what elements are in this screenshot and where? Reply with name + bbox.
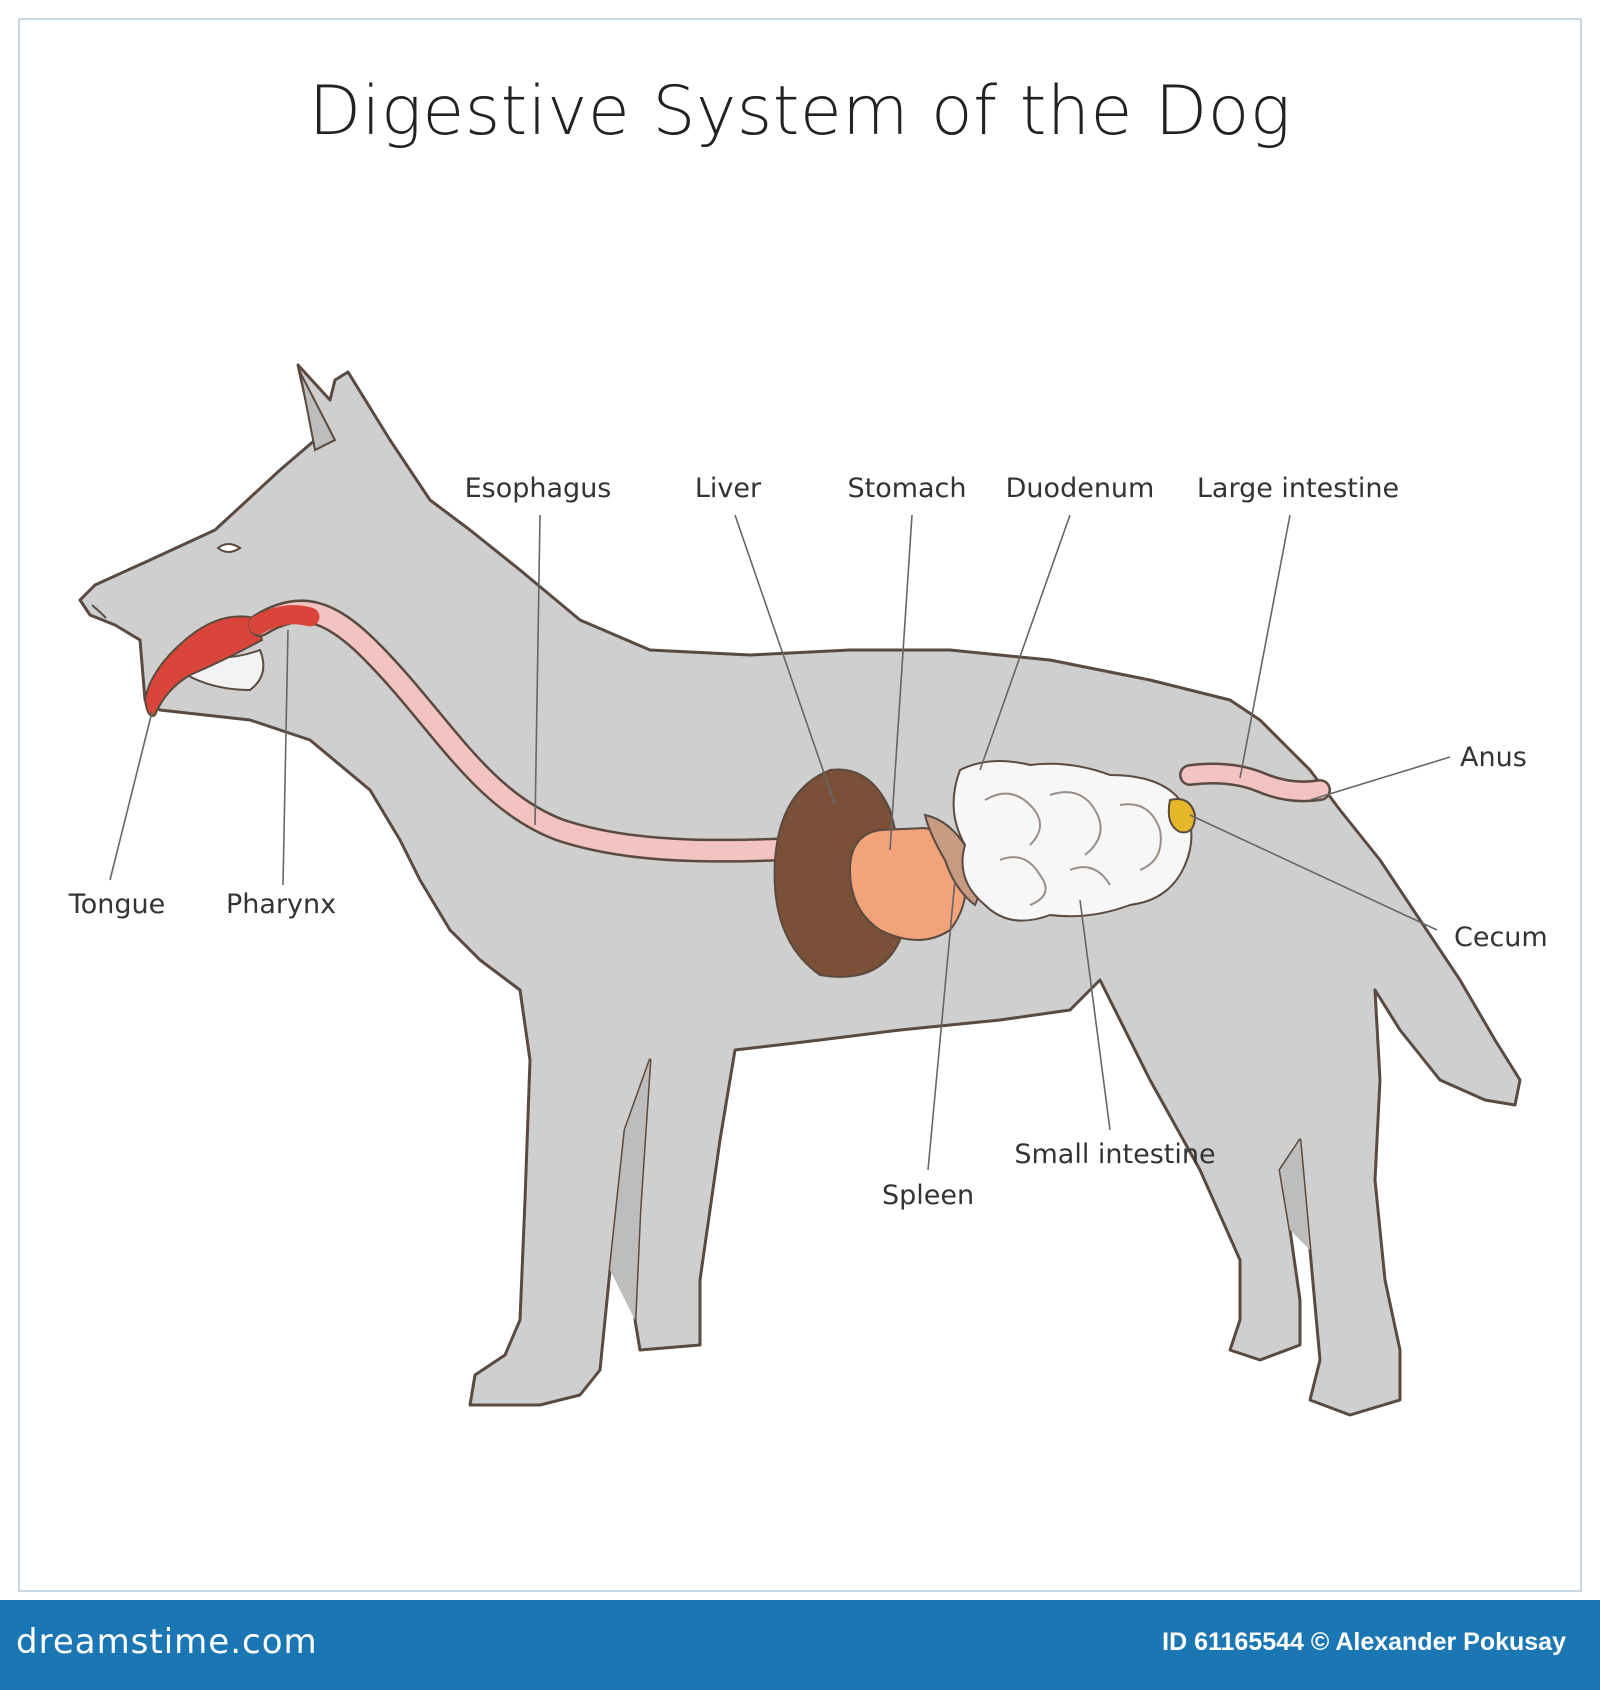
label-cecum: Cecum (1454, 922, 1548, 953)
label-esophagus: Esophagus (465, 473, 612, 504)
label-spleen: Spleen (882, 1180, 974, 1211)
label-duodenum: Duodenum (1006, 473, 1155, 504)
leader-anus (1310, 757, 1450, 800)
label-stomach: Stomach (847, 473, 966, 504)
label-small-intestine: Small intestine (1014, 1139, 1215, 1170)
label-liver: Liver (695, 473, 762, 504)
brand-logo: dreamstime.com (16, 1622, 318, 1662)
small-intestine (954, 761, 1192, 921)
footer-bar: dreamstime.com ID 61165544 © Alexander P… (0, 1600, 1600, 1690)
dog-eye (218, 544, 240, 552)
leader-tongue (110, 712, 152, 880)
label-large-intestine: Large intestine (1197, 473, 1399, 504)
label-anus: Anus (1460, 742, 1527, 773)
image-credit: ID 61165544 © Alexander Pokusay (1162, 1628, 1566, 1657)
label-tongue: Tongue (68, 889, 165, 920)
label-pharynx: Pharynx (226, 889, 336, 920)
pharynx (258, 615, 310, 625)
dog-digestive-diagram: Esophagus Liver Stomach Duodenum Large i… (0, 0, 1600, 1600)
